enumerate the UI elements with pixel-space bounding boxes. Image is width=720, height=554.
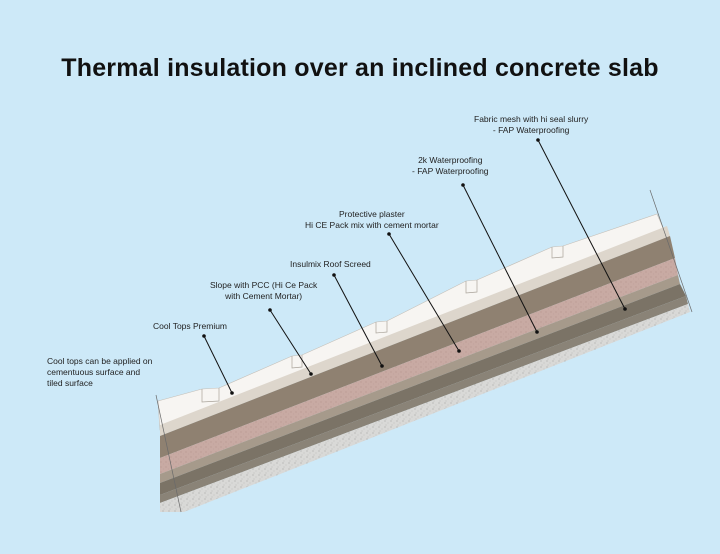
label-insulmix: Insulmix Roof Screed xyxy=(290,259,371,269)
section-cut-right xyxy=(649,189,693,313)
leader-2k-waterproofing xyxy=(461,183,539,334)
label-cool-tops-premium: Cool Tops Premium xyxy=(153,321,228,331)
label-cool-tops-note: Cool tops can be applied on cementuous s… xyxy=(47,356,153,388)
leader-slope-pcc xyxy=(268,308,313,376)
label-protective-plaster: Protective plaster Hi CE Pack mix with c… xyxy=(305,209,439,230)
step-notches xyxy=(201,388,220,403)
section-cut-left xyxy=(155,394,182,513)
diagram-title: Thermal insulation over an inclined conc… xyxy=(61,54,659,82)
label-slope-pcc: Slope with PCC (Hi Ce Pack with Cement M… xyxy=(210,280,318,301)
leader-cool-tops-premium xyxy=(202,334,234,395)
label-2k-waterproofing: 2k Waterproofing - FAP Waterproofing xyxy=(412,155,489,176)
label-fabric-mesh: Fabric mesh with hi seal slurry - FAP Wa… xyxy=(474,114,589,135)
leader-insulmix xyxy=(332,273,384,368)
concrete-slab-layer xyxy=(160,284,686,495)
protective-plaster-layer xyxy=(160,226,670,436)
slope-pcc-layer xyxy=(160,236,675,458)
leader-fabric-mesh xyxy=(536,138,627,311)
waterproofing-layer xyxy=(160,275,680,483)
leader-protective-plaster xyxy=(387,232,461,353)
concrete-slab-lower xyxy=(160,296,688,503)
